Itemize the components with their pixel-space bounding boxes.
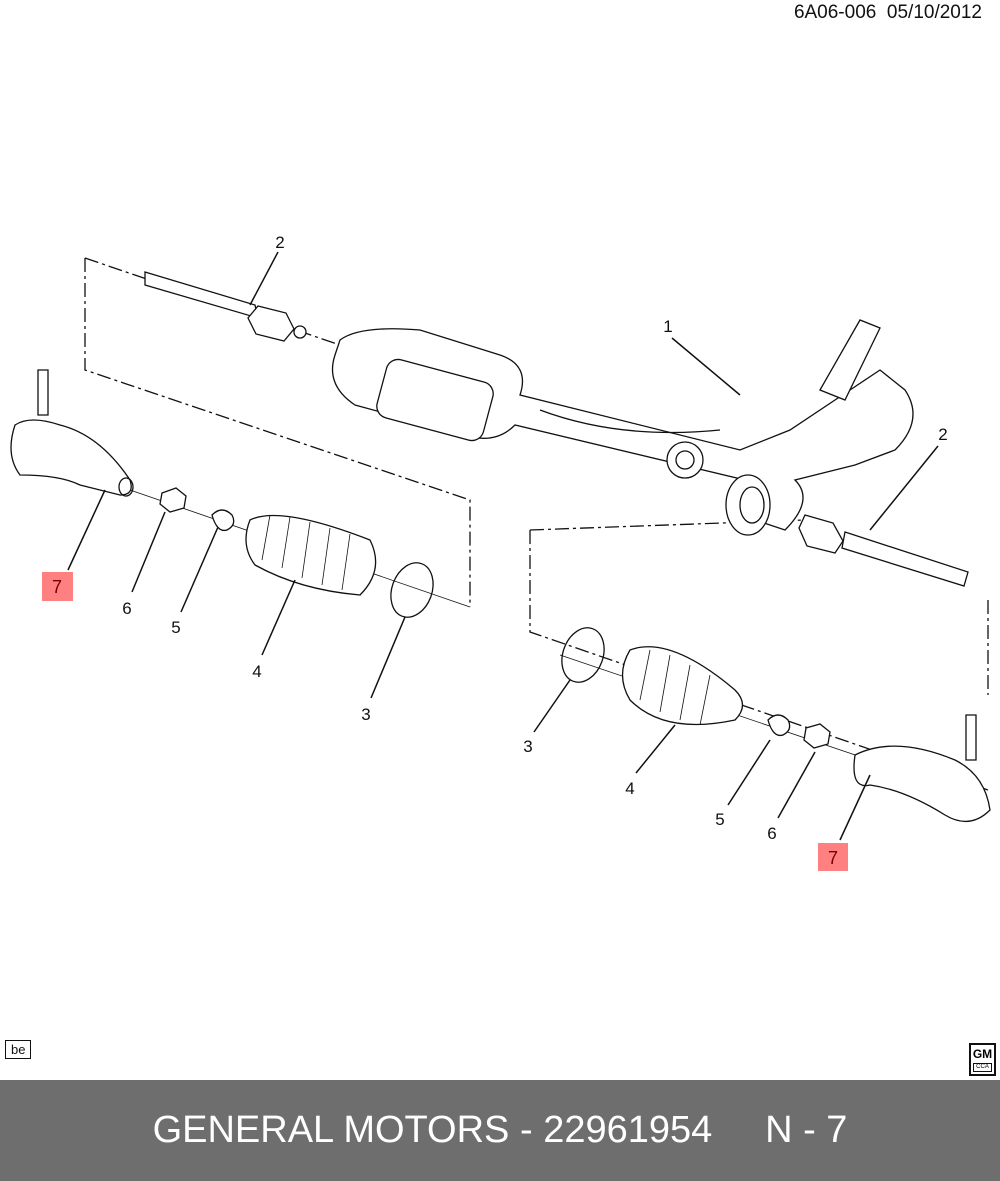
footer-position: N - 7 (765, 1109, 848, 1151)
nut-left (159, 487, 187, 513)
diagram-code: 6A06-006 (793, 2, 877, 23)
outer-tie-rod-right (853, 714, 991, 822)
footer-separator: - (519, 1109, 533, 1151)
nut-right (803, 723, 831, 749)
boot-right (621, 646, 744, 726)
highlight-box-right-7 (818, 843, 848, 871)
exploded-parts-diagram: 2 1 2 7 6 5 4 3 3 4 5 6 7 (10, 233, 991, 871)
gm-logo: GM CCA (969, 1043, 996, 1076)
callout-2-top-left: 2 (275, 233, 284, 252)
leader-lines (67, 251, 939, 841)
highlight-box-left-7 (42, 572, 73, 601)
diagram-date: 05/10/2012 (886, 2, 982, 23)
clamp-small-left (211, 509, 235, 532)
callout-2-right: 2 (938, 425, 947, 444)
callout-5-right: 5 (715, 810, 724, 829)
outer-tie-rod-left (10, 369, 134, 497)
corner-tag: be (5, 1040, 32, 1059)
logo-main: GM (972, 1047, 993, 1061)
inner-tie-rod-right (798, 514, 969, 587)
callout-7-left: 7 (52, 577, 62, 597)
footer-brand: GENERAL MOTORS (152, 1109, 510, 1151)
callout-4-right: 4 (625, 779, 634, 798)
callout-7-right: 7 (828, 848, 838, 868)
steering-gear (331, 319, 914, 536)
clamp-large-left (390, 562, 434, 618)
callout-4-left: 4 (252, 662, 261, 681)
callout-3-left: 3 (361, 705, 370, 724)
footer-part-number: 22961954 (543, 1109, 713, 1151)
callout-3-right: 3 (523, 737, 532, 756)
boot-left (245, 514, 377, 596)
logo-sub: CCA (973, 1063, 992, 1072)
callout-6-right: 6 (767, 824, 776, 843)
clamp-small-right (767, 714, 791, 737)
callout-5-left: 5 (171, 618, 180, 637)
callout-6-left: 6 (122, 599, 131, 618)
inner-tie-rod-left (144, 271, 307, 342)
diagram-reference: 6A06-006 05/10/2012 (794, 2, 982, 24)
clamp-large-right (561, 627, 605, 683)
callout-1: 1 (663, 317, 672, 336)
footer-bar: GENERAL MOTORS - 22961954 N - 7 (0, 1080, 1000, 1181)
